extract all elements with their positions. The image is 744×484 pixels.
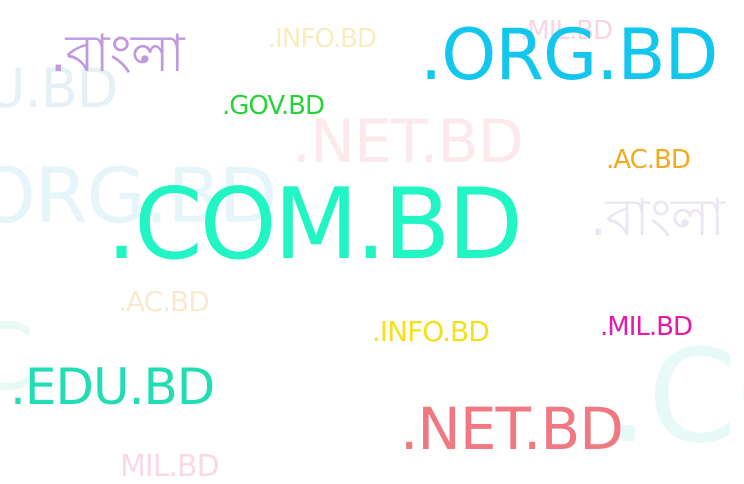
word-faint-ac: .AC.BD: [118, 285, 210, 318]
word-edu-bd: .EDU.BD: [10, 358, 215, 416]
word-com-bd: .COM.BD: [106, 168, 523, 282]
word-faint-c-left: C: [0, 304, 34, 411]
word-bangla: .বাংলা: [50, 24, 185, 84]
word-faint-mil-top: .MIL.BD: [520, 16, 613, 46]
word-faint-co-right: .CO: [608, 323, 744, 472]
word-faint-info: .INFO.BD: [268, 24, 377, 54]
word-faint-org-left: ORG.BD: [0, 151, 277, 240]
word-org-bd: .ORG.BD: [420, 14, 718, 96]
word-gov-bd: .GOV.BD: [222, 91, 325, 121]
word-faint-mil-bottom: MIL.BD: [120, 449, 220, 484]
word-faint-net: .NET.BD: [292, 107, 524, 177]
word-faint-bangla-right: .বাংলা: [590, 188, 725, 248]
word-info-bd: .INFO.BD: [372, 315, 490, 348]
word-mil-bd: .MIL.BD: [600, 312, 693, 342]
word-net-bd: .NET.BD: [400, 395, 624, 463]
word-faint-u-bd: U.BD: [0, 57, 118, 120]
word-ac-bd: .AC.BD: [606, 145, 691, 175]
